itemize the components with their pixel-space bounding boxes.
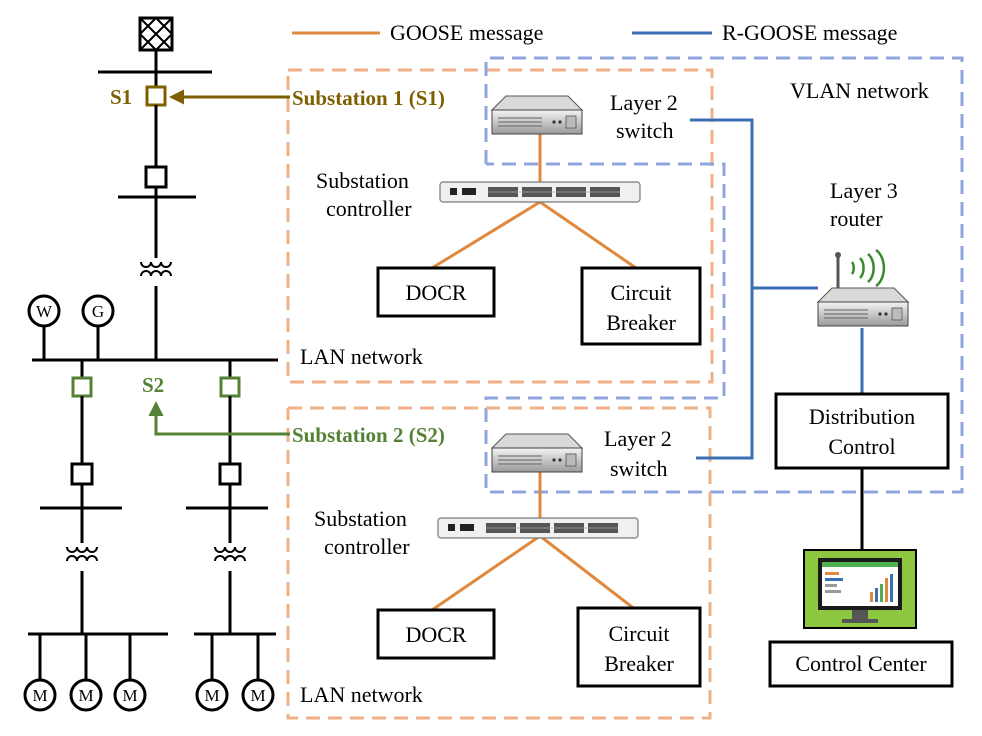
- circuit-breaker-box-1: [580, 266, 702, 346]
- wind-generator-icon: [27, 294, 61, 328]
- substation1-label: Substation 1 (S1): [292, 86, 445, 110]
- motor-icon: M: [23, 678, 57, 712]
- router-icon: [817, 248, 909, 327]
- breaker-s2-left: [71, 376, 93, 398]
- gen-label: G: [92, 302, 104, 321]
- one-line-diagram: W G M M M: [23, 16, 278, 712]
- docr-box-1: [376, 266, 496, 318]
- control-center-box: [768, 640, 954, 688]
- s2-arrow: [148, 401, 290, 436]
- substation-controller-2-line1: Substation: [314, 506, 407, 531]
- breaker: [144, 165, 168, 189]
- docr-box-2: [376, 608, 496, 660]
- motor-icon: M: [69, 678, 103, 712]
- legend-rgoose-label: R-GOOSE message: [722, 20, 897, 45]
- controller-icon: [437, 517, 639, 539]
- distribution-control-line2: Control: [828, 434, 895, 459]
- lan-boundary-1: [286, 68, 714, 384]
- layer2-switch-1-line1: Layer 2: [610, 90, 678, 115]
- substation-controller-1-line1: Substation: [316, 168, 409, 193]
- breaker-s1: [145, 85, 167, 107]
- layer3-router-line1: Layer 3: [830, 178, 898, 203]
- breaker-s2-right: [219, 376, 241, 398]
- circuit-breaker-box-2: [576, 606, 702, 688]
- lan-network-1-label: LAN network: [300, 344, 423, 369]
- layer3-router-line2: router: [830, 206, 883, 231]
- motor-icon: M: [241, 678, 275, 712]
- substation-controller-2-line2: controller: [324, 534, 410, 559]
- circuit-breaker-1-line1: Circuit: [610, 280, 671, 305]
- svg-text:M: M: [204, 686, 219, 705]
- legend-goose-label: GOOSE message: [390, 20, 543, 45]
- substation1-lan: Layer 2 switch Substation controller DOC…: [300, 90, 702, 369]
- distribution-control-line1: Distribution: [809, 404, 915, 429]
- substation-controller-1-line2: controller: [326, 196, 412, 221]
- rgoose-links: [690, 118, 864, 460]
- controller-icon: [439, 181, 641, 203]
- layer2-switch-1-line2: switch: [616, 118, 673, 143]
- motor-icon: M: [195, 678, 229, 712]
- generator-icon: [81, 294, 115, 328]
- circuit-breaker-2-line2: Breaker: [604, 651, 674, 676]
- svg-text:M: M: [32, 686, 47, 705]
- vlan-boundary-1: [484, 56, 964, 494]
- distribution-control-box: [774, 392, 950, 470]
- legend: GOOSE message R-GOOSE message: [292, 20, 897, 45]
- svg-text:M: M: [250, 686, 265, 705]
- transformer-icon: [140, 261, 172, 277]
- circuit-breaker-1-line2: Breaker: [606, 310, 676, 335]
- substation2-lan: Layer 2 switch Substation controller DOC…: [300, 426, 702, 707]
- s2-label: S2: [142, 373, 164, 397]
- breaker: [218, 462, 242, 486]
- lan-network-2-label: LAN network: [300, 682, 423, 707]
- substation2-label: Substation 2 (S2): [292, 423, 445, 447]
- s1-label: S1: [110, 85, 132, 109]
- wind-gen-label: W: [36, 302, 53, 321]
- layer2-switch-2-line1: Layer 2: [604, 426, 672, 451]
- svg-text:M: M: [122, 686, 137, 705]
- switch-icon: [491, 433, 583, 473]
- switch-icon: [491, 95, 583, 135]
- docr-1-label: DOCR: [405, 280, 466, 305]
- transformer-icon: [214, 546, 246, 562]
- docr-2-label: DOCR: [405, 622, 466, 647]
- monitor-icon: [803, 549, 917, 629]
- motor-icon: M: [113, 678, 147, 712]
- grid-source-icon: [138, 16, 174, 52]
- transformer-icon: [66, 546, 98, 562]
- breaker: [70, 462, 94, 486]
- control-center-label: Control Center: [795, 651, 927, 676]
- vlan-network-label: VLAN network: [790, 78, 929, 103]
- lan-boundary-2: [286, 406, 712, 720]
- circuit-breaker-2-line1: Circuit: [608, 621, 669, 646]
- svg-text:M: M: [78, 686, 93, 705]
- layer2-switch-2-line2: switch: [610, 456, 667, 481]
